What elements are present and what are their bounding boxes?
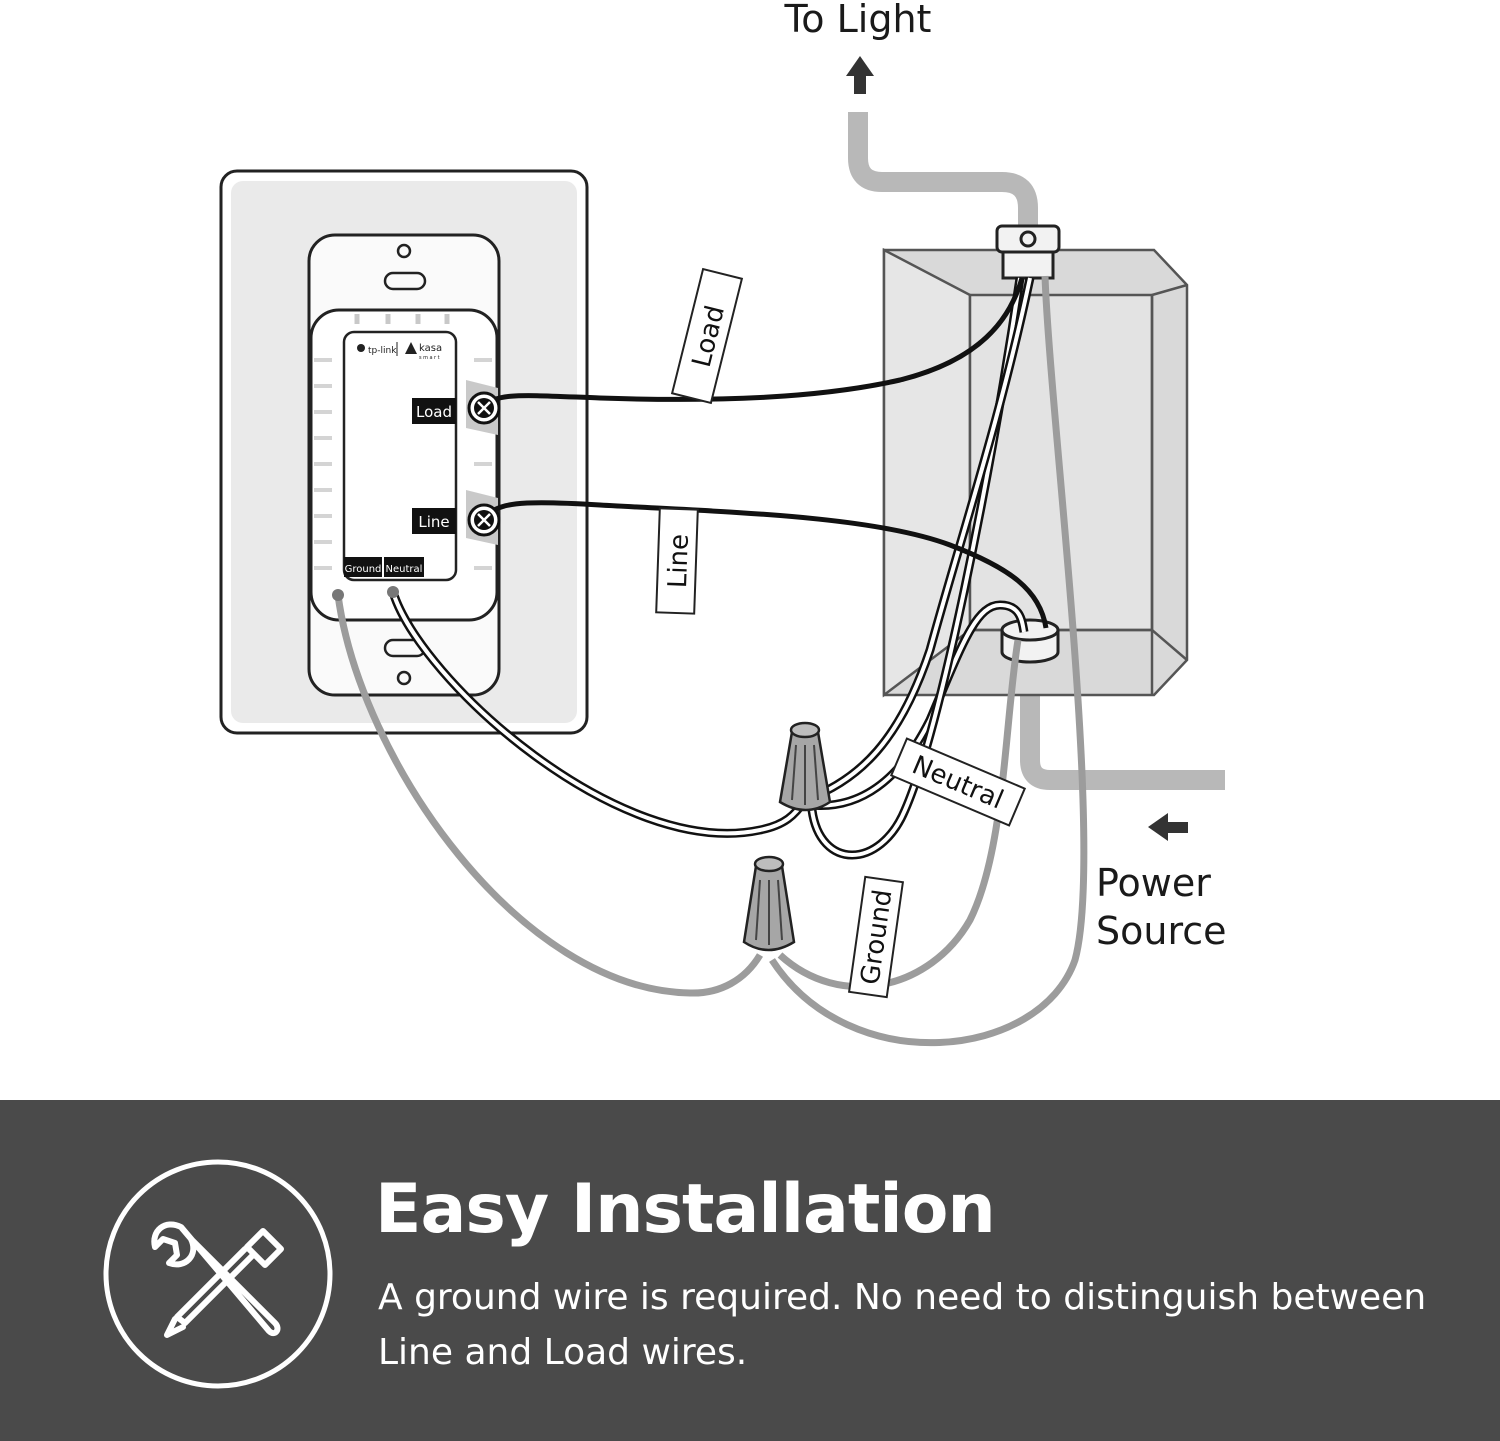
cable-clamp-top [995,224,1061,280]
power-source-label-line1: Power [1096,861,1211,905]
ground-wire-tag: Ground [847,875,905,999]
terminal-neutral-label: Neutral [386,564,423,575]
wiring-diagram: To Light [219,0,1227,1047]
load-wire [481,277,1025,410]
line-wire [481,500,1049,629]
screw-icon [467,391,501,425]
wire-nut-icon [742,855,796,952]
conduit-power-source [1020,690,1225,790]
load-wire-tag: Load [670,267,744,405]
wrench-screwdriver-icon [103,1159,333,1389]
terminal-line-label: Line [418,513,449,531]
wire-nut-icon [778,721,832,812]
conduit-to-light [848,112,1038,232]
brand-tplink: tp-link [368,346,397,356]
line-wire-tag: Line [655,507,699,615]
terminal-load-label: Load [416,403,452,421]
neutral-wires [388,277,1035,860]
banner-title: Easy Installation [375,1170,996,1249]
arrow-up-icon [846,56,874,94]
ground-wires [334,275,1088,1047]
brand-kasa: kasa [419,343,442,354]
brand-kasa-sub: smart [419,355,441,361]
screw-icon [467,503,501,537]
arrow-left-icon [1148,813,1188,841]
cable-clamp-bottom [1000,618,1060,664]
smart-switch: tp-link kasa smart Load Line Ground Neut… [307,233,501,697]
terminal-ground-label: Ground [345,564,382,575]
svg-text:Line: Line [663,533,695,588]
banner-description: A ground wire is required. No need to di… [378,1277,1427,1373]
to-light-label: To Light [784,0,932,41]
power-source-label-line2: Source [1096,909,1227,953]
feature-banner: Easy Installation A ground wire is requi… [0,1100,1500,1441]
